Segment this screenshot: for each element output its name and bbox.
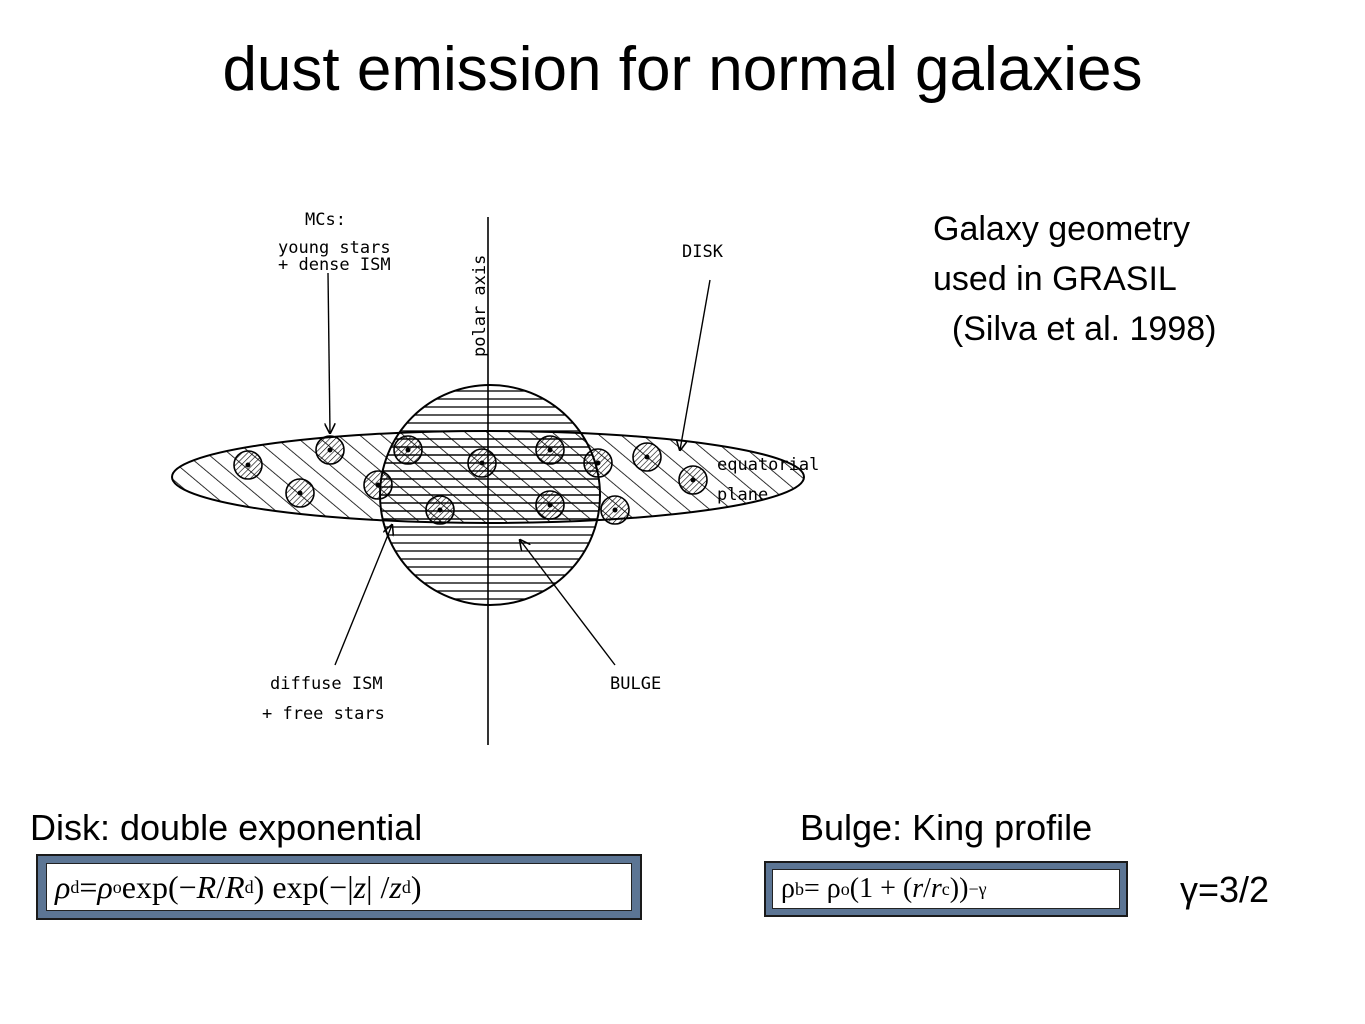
label-polar-axis: polar axis bbox=[470, 255, 490, 357]
label-equatorial: equatorial bbox=[717, 455, 819, 475]
label-diffuse-ism: diffuse ISM bbox=[270, 674, 383, 694]
molecular-cloud bbox=[363, 470, 393, 500]
formula-subscript: d bbox=[401, 876, 411, 897]
disk-formula-label: Disk: double exponential bbox=[30, 807, 423, 848]
disk-pointer-line bbox=[680, 279, 711, 450]
formula-text: )) bbox=[949, 873, 969, 904]
galaxy-geometry-diagram: MCs: young stars + dense ISM polar axis … bbox=[171, 210, 819, 745]
formula-superscript: −γ bbox=[968, 878, 987, 899]
label-disk: DISK bbox=[682, 242, 724, 262]
formula-text: (1 + ( bbox=[849, 873, 913, 904]
molecular-cloud bbox=[583, 448, 613, 478]
formula-symbol: z bbox=[353, 868, 367, 905]
diagram-caption: Galaxy geometry used in GRASIL (Silva et… bbox=[933, 204, 1216, 354]
formula-subscript: b bbox=[794, 878, 804, 899]
formula-text: ) bbox=[410, 868, 422, 905]
caption-line: Galaxy geometry bbox=[933, 210, 1190, 248]
molecular-cloud bbox=[393, 435, 423, 465]
molecular-cloud bbox=[233, 450, 263, 480]
formula-symbol: r bbox=[930, 873, 942, 904]
molecular-clouds bbox=[233, 435, 708, 525]
formula-subscript: d bbox=[244, 876, 254, 897]
molecular-cloud bbox=[600, 495, 630, 525]
label-bulge: BULGE bbox=[610, 674, 661, 694]
formula-symbol: r bbox=[912, 873, 924, 904]
formula-symbol: ρ bbox=[97, 868, 113, 905]
bulge-pointer-line bbox=[520, 540, 616, 666]
formula-symbol: ρ bbox=[55, 868, 71, 905]
molecular-cloud bbox=[315, 435, 345, 465]
formula-text: / bbox=[923, 873, 931, 904]
formula-subscript: c bbox=[941, 878, 950, 899]
formula-symbol: R bbox=[196, 868, 217, 905]
diffuse-ism-pointer-line bbox=[334, 525, 392, 666]
caption-line: (Silva et al. 1998) bbox=[933, 310, 1217, 348]
formula-text: ) exp(−| bbox=[253, 868, 354, 905]
molecular-cloud bbox=[678, 465, 708, 495]
formula-symbol: R bbox=[225, 868, 245, 905]
formula-text: = ρ bbox=[803, 873, 841, 904]
formula-symbol: ρ bbox=[781, 873, 795, 904]
molecular-cloud bbox=[425, 495, 455, 525]
label-dense-ism: + dense ISM bbox=[278, 255, 391, 275]
formula-subscript: d bbox=[70, 876, 80, 897]
formula-text: = bbox=[79, 868, 98, 905]
label-young-stars: young stars bbox=[278, 238, 391, 258]
label-free-stars: + free stars bbox=[262, 704, 385, 724]
molecular-cloud bbox=[535, 435, 565, 465]
label-plane: plane bbox=[717, 485, 768, 505]
gamma-value: γ=3/2 bbox=[1180, 869, 1270, 910]
caption-line: used in GRASIL bbox=[933, 260, 1177, 298]
molecular-cloud bbox=[632, 442, 662, 472]
molecular-cloud bbox=[535, 490, 565, 520]
page-title: dust emission for normal galaxies bbox=[222, 35, 1143, 104]
formula-subscript: o bbox=[112, 876, 122, 897]
formula-subscript: o bbox=[840, 878, 850, 899]
formula-text: exp(− bbox=[121, 868, 197, 905]
formula-text: / bbox=[216, 868, 226, 905]
molecular-cloud bbox=[285, 478, 315, 508]
molecular-cloud bbox=[467, 448, 497, 478]
formula-symbol: z bbox=[389, 868, 402, 905]
bulge-formula-label: Bulge: King profile bbox=[800, 807, 1093, 848]
label-mcs: MCs: bbox=[305, 210, 346, 230]
formula-text: | / bbox=[366, 868, 390, 905]
mcs-pointer-line bbox=[328, 272, 330, 433]
